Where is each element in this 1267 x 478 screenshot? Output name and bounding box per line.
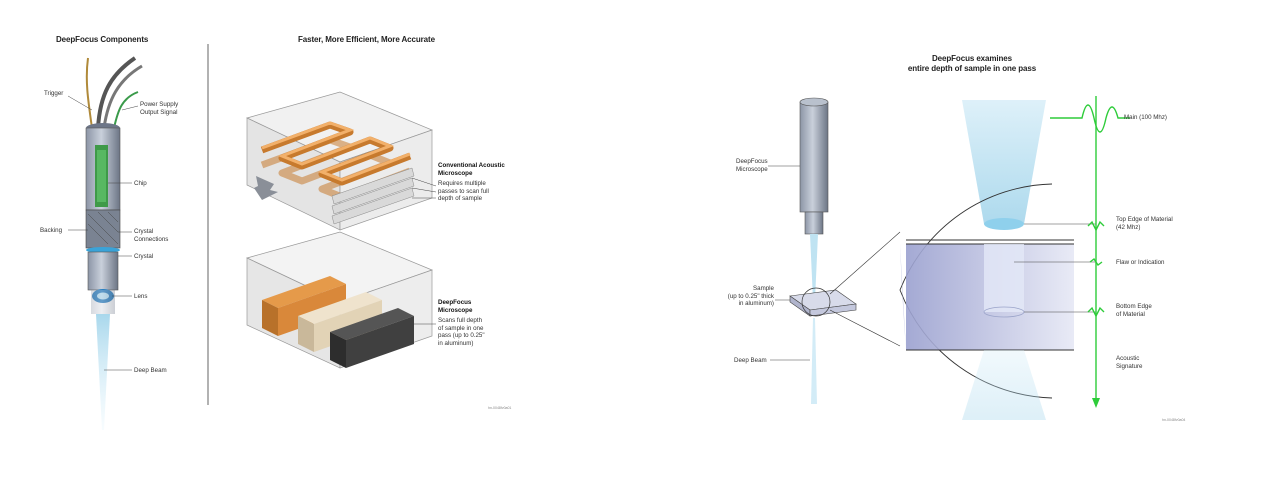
conventional-title: Conventional Acoustic Microscope [438,162,505,177]
label-main-signal: Main (100 Mhz) [1124,114,1167,121]
label-flaw: Flaw or Indication [1116,259,1165,266]
label-top-edge: Top Edge of Material (42 Mhz) [1116,216,1173,231]
deepfocus-desc: Scans full depth of sample in one pass (… [438,317,485,347]
conventional-desc: Requires multiple passes to scan full de… [438,180,489,202]
label-lens: Lens [134,293,148,300]
conventional-tray-illustration [246,91,437,231]
label-trigger: Trigger [44,90,64,97]
label-bottom-edge: Bottom Edge of Material [1116,303,1152,318]
magnified-view [899,100,1096,420]
right-title: DeepFocus examines entire depth of sampl… [907,54,1037,73]
label-deep-beam: Deep Beam [134,367,167,374]
deepfocus-title: DeepFocus Microscope [438,299,473,314]
deepfocus-tray-illustration [246,231,436,369]
label-chip: Chip [134,180,147,187]
sample-block [789,231,901,347]
figure-code-left: hn-0048fv0a01 [488,406,512,410]
label-backing: Backing [40,227,63,234]
microscope-illustration [768,97,829,404]
label-power-supply: Power Supply Output Signal [140,101,179,116]
label-acoustic-signature: Acoustic Signature [1116,355,1143,370]
transducer-illustration [67,56,143,430]
components-title: DeepFocus Components [56,35,149,44]
acoustic-signature-trace [1050,96,1130,408]
label-sample: Sample (up to 0.25" thick in aluminum) [727,285,774,307]
label-crystal: Crystal [134,253,154,260]
label-deep-beam-right: Deep Beam [734,357,767,364]
comparison-title: Faster, More Efficient, More Accurate [298,35,435,44]
figure-code-right: hn-0048fv0a04 [1162,418,1186,422]
label-microscope: DeepFocus Microscope [736,158,768,173]
label-crystal-connections: Crystal Connections [134,228,169,243]
